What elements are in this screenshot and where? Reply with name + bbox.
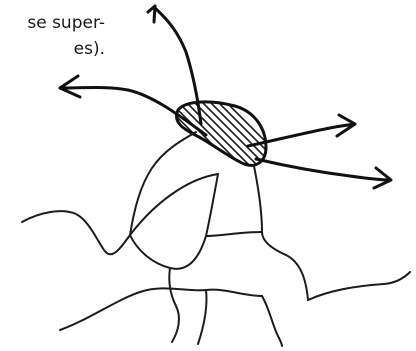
hatched-region: [118, 90, 304, 180]
left-lobe-outline: [130, 132, 196, 235]
bottom-center-tail: [198, 290, 207, 344]
arrow-up-head: [148, 6, 155, 22]
lower-left-boundary: [130, 235, 206, 269]
flow-arrows: [60, 6, 391, 188]
caption-line-2: es).: [0, 36, 105, 62]
landform-outlines: [22, 132, 410, 346]
arrow-up: [148, 6, 201, 124]
central-inner-divider: [206, 232, 262, 236]
left-lower-boundary: [22, 211, 130, 254]
hatched-region-outline: [176, 102, 266, 165]
bottom-left-fold: [169, 268, 179, 342]
right-lobe-outline: [254, 166, 308, 300]
caption-text-fragment: se super- es).: [0, 10, 105, 62]
caption-line-1: se super-: [0, 10, 105, 36]
bottom-wavy-line: [60, 288, 262, 330]
arrow-right-lower: [256, 159, 391, 188]
right-flank-line: [308, 272, 410, 300]
bottom-right-fold: [262, 296, 282, 346]
central-trunk-left: [206, 174, 218, 236]
